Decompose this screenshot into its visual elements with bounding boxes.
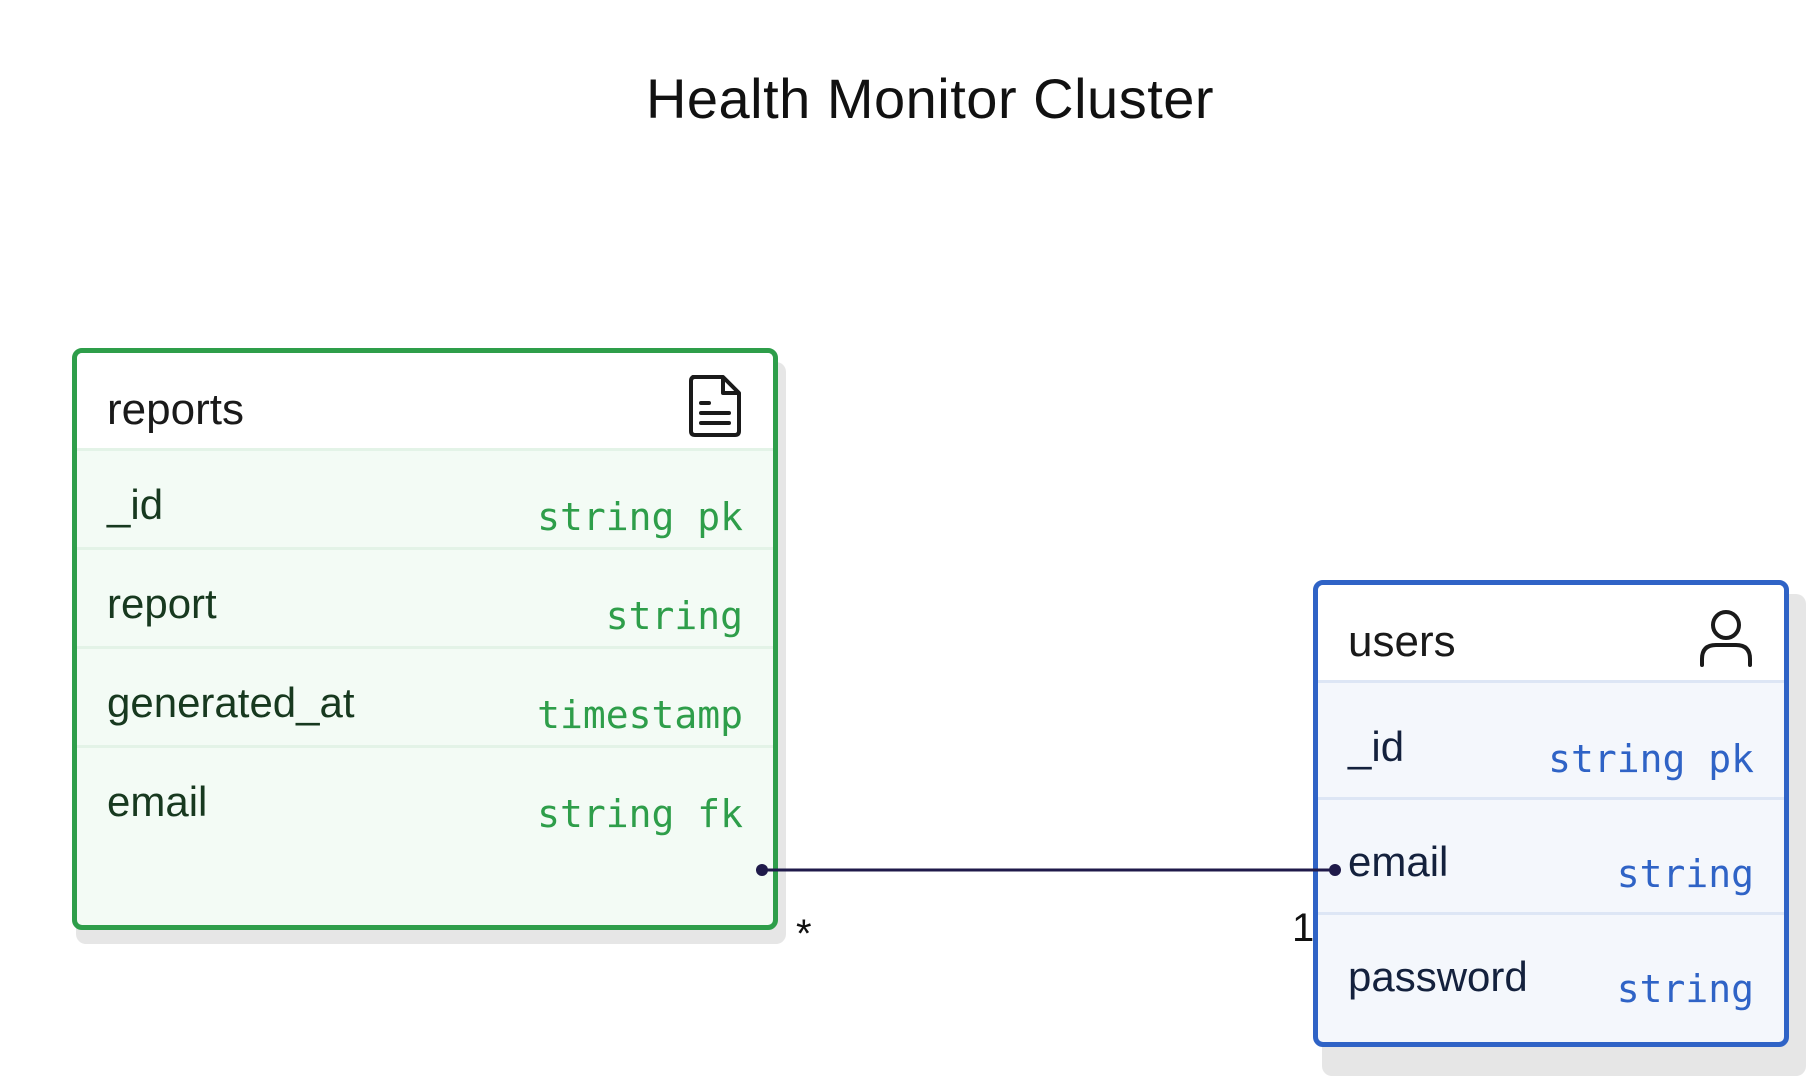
users-cardinality-label: 1 [1292,906,1315,950]
field-type-value: string [605,594,743,638]
field-type-value: string [537,495,675,539]
reports-field-row: report string [77,550,773,649]
field-name: email [1348,838,1449,885]
users-table-name: users [1348,617,1456,666]
reports-table-name: reports [107,385,244,434]
field-name: email [107,778,208,825]
document-icon [689,375,741,437]
field-name: password [1348,953,1528,1000]
field-type: string fk [537,792,743,836]
field-key: fk [697,792,743,836]
field-name: _id [107,481,164,528]
diagram-title: Health Monitor Cluster [645,67,1215,130]
field-type: string pk [1548,737,1754,781]
field-type-value: string [1616,967,1754,1011]
field-type: string [1617,967,1754,1011]
field-type: string pk [537,495,743,539]
field-name: _id [1348,723,1405,770]
users-field-row: email string [1318,800,1784,915]
reports-table[interactable]: reports _id string pk report string gene… [72,348,778,930]
reports-field-row: email string fk [77,748,773,847]
users-table-header: users [1318,585,1784,683]
reports-cardinality-label: * [796,912,812,956]
reports-field-row: generated_at timestamp [77,649,773,748]
field-type: timestamp [537,693,743,737]
field-name: generated_at [107,679,355,726]
field-name: report [107,580,217,627]
field-type-value: timestamp [537,693,743,737]
users-field-row: password string [1318,915,1784,1030]
users-table[interactable]: users _id string pk email string passwor… [1313,580,1789,1047]
field-key: pk [1708,737,1754,781]
field-type: string [606,594,743,638]
field-type: string [1617,852,1754,896]
field-key: pk [697,495,743,539]
field-type-value: string [1548,737,1686,781]
field-type-value: string [537,792,675,836]
reports-field-row: _id string pk [77,451,773,550]
user-icon [1700,610,1752,667]
field-type-value: string [1616,852,1754,896]
reports-table-header: reports [77,353,773,451]
users-field-row: _id string pk [1318,683,1784,800]
